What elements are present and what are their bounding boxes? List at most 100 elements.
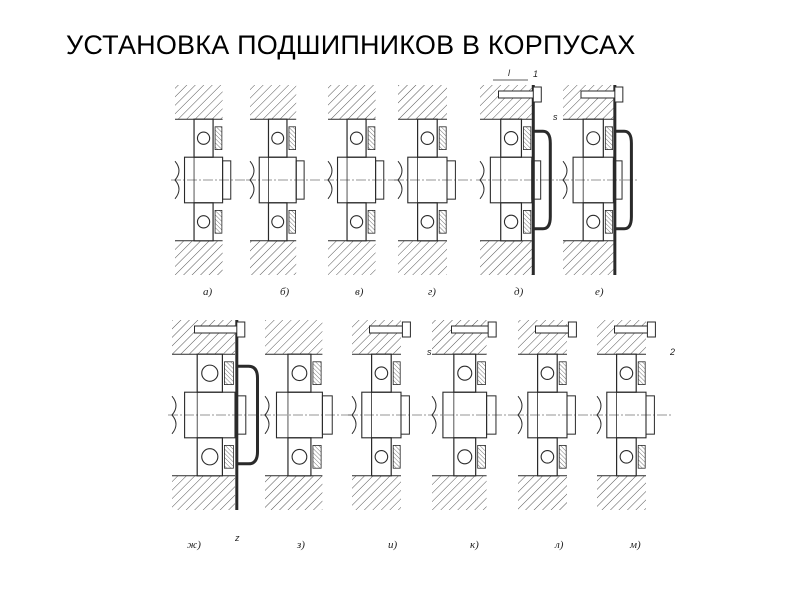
spacer [637, 361, 646, 385]
bearing-ball [586, 131, 601, 146]
spacer [392, 361, 401, 385]
housing-top [398, 85, 447, 120]
bearing-ball [271, 131, 285, 145]
bearing-ball [374, 449, 389, 464]
slide-title: УСТАНОВКА ПОДШИПНИКОВ В КОРПУСАХ [66, 30, 636, 60]
dimension-l-label: l [508, 68, 511, 78]
bearing-ball [196, 131, 211, 145]
view-label: б) [280, 286, 290, 298]
bearing-panel [171, 85, 247, 275]
view-label: е) [595, 286, 604, 298]
view-label: ж) [187, 539, 201, 551]
housing-top [265, 320, 323, 355]
part-2-callout: 2 [669, 347, 675, 357]
bearing-ball [420, 214, 435, 229]
housing-bottom [597, 475, 646, 510]
bolt [369, 325, 405, 334]
view-label: з) [296, 539, 305, 551]
bolt-head [567, 321, 577, 338]
bearing-ball [457, 449, 473, 465]
view-label: д) [514, 286, 524, 298]
housing-top [563, 85, 614, 120]
gap-s-label: s [427, 347, 432, 357]
spacer [523, 209, 532, 234]
view-label: г) [428, 286, 436, 298]
view-label: м) [629, 539, 641, 551]
bearing-panel [348, 320, 426, 510]
bolt [535, 325, 571, 334]
housing-bottom [175, 240, 223, 275]
housing-top [432, 320, 487, 355]
housing-top [328, 85, 376, 120]
end-cover [235, 320, 259, 510]
bearing-ball [201, 448, 219, 466]
bolt [498, 90, 536, 99]
spacer [523, 126, 532, 151]
spacer [438, 209, 447, 234]
bearing-ball [374, 366, 389, 381]
bearing-panel [559, 85, 639, 275]
bearing-ball [271, 215, 285, 229]
spacer [214, 126, 223, 151]
gap-s-label: s [553, 112, 558, 122]
view-label: к) [470, 539, 479, 551]
view-label: и) [388, 539, 398, 551]
bearing-panel [476, 85, 558, 275]
housing-bottom [398, 240, 447, 275]
view-label: л) [554, 539, 564, 551]
end-cover [531, 85, 552, 275]
bearing-ball [586, 214, 601, 229]
bearing-ball [619, 366, 634, 381]
spacer [392, 444, 401, 469]
bearing-panel [246, 85, 320, 275]
spacer [223, 361, 234, 385]
housing-top [172, 320, 235, 355]
bolt [580, 90, 618, 99]
view-label: а) [203, 286, 213, 298]
housing-top [175, 85, 223, 120]
spacer [477, 444, 486, 469]
bearing-ball [619, 449, 634, 464]
bearing-ball [196, 215, 211, 229]
bearing-ball [201, 364, 219, 382]
housing-bottom [250, 240, 297, 275]
spacer [558, 361, 567, 385]
bearing-panel [324, 85, 400, 275]
bearing-ball [349, 215, 364, 229]
housing-top [250, 85, 297, 120]
bearing-ball [503, 131, 519, 146]
housing-bottom [352, 475, 401, 510]
housing-bottom [432, 475, 487, 510]
spacer [288, 209, 296, 234]
bolt [614, 325, 650, 334]
bearing-ball [291, 365, 308, 382]
housing-top [518, 320, 567, 355]
part-1-callout: 1 [533, 69, 538, 79]
spacer [558, 444, 567, 469]
spacer [312, 361, 322, 385]
bolt-head [487, 321, 497, 338]
spacer [367, 126, 376, 151]
spacer [214, 209, 223, 234]
bearing-ball [457, 365, 473, 381]
bearing-ball [503, 214, 519, 229]
bearing-ball [349, 131, 364, 145]
bolt-head [236, 321, 246, 338]
spacer [604, 209, 613, 234]
view-label: в) [355, 286, 364, 298]
spacer [477, 361, 486, 385]
spacer [312, 444, 322, 469]
housing-top [597, 320, 646, 355]
spacer [637, 444, 646, 469]
bearing-panel [514, 320, 592, 510]
bolt-head [646, 321, 656, 338]
spacer [367, 209, 376, 234]
bolt [194, 325, 240, 334]
bearing-ball [291, 448, 308, 465]
housing-top [480, 85, 532, 120]
housing-bottom [265, 475, 323, 510]
bearing-panel [261, 320, 351, 510]
bolt-head [532, 86, 542, 103]
bearing-ball [540, 366, 555, 381]
